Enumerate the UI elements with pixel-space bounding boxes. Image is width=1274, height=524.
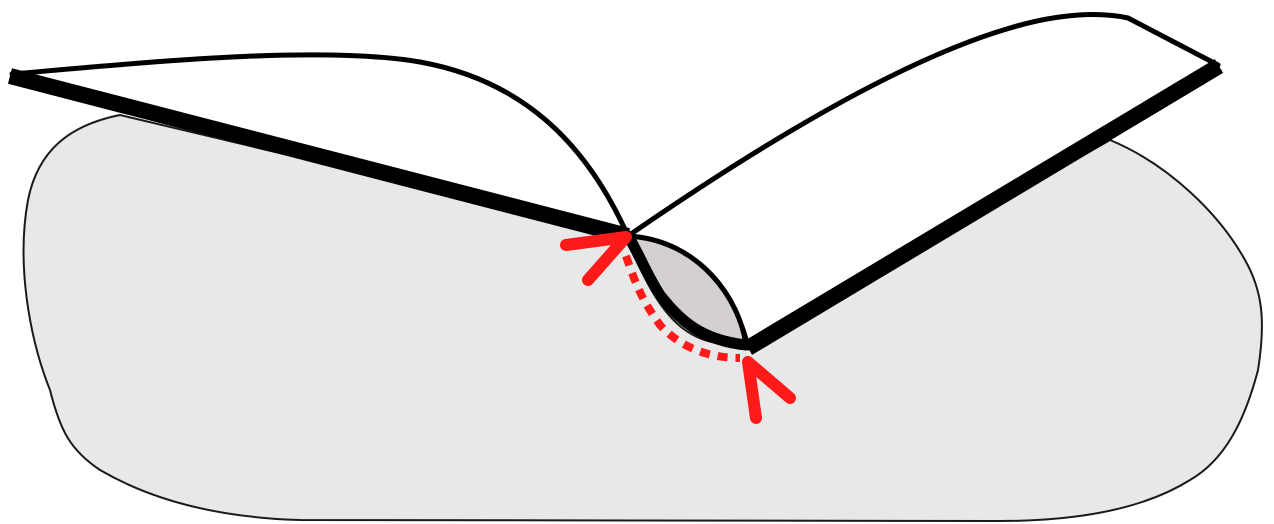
book-support <box>24 115 1262 521</box>
